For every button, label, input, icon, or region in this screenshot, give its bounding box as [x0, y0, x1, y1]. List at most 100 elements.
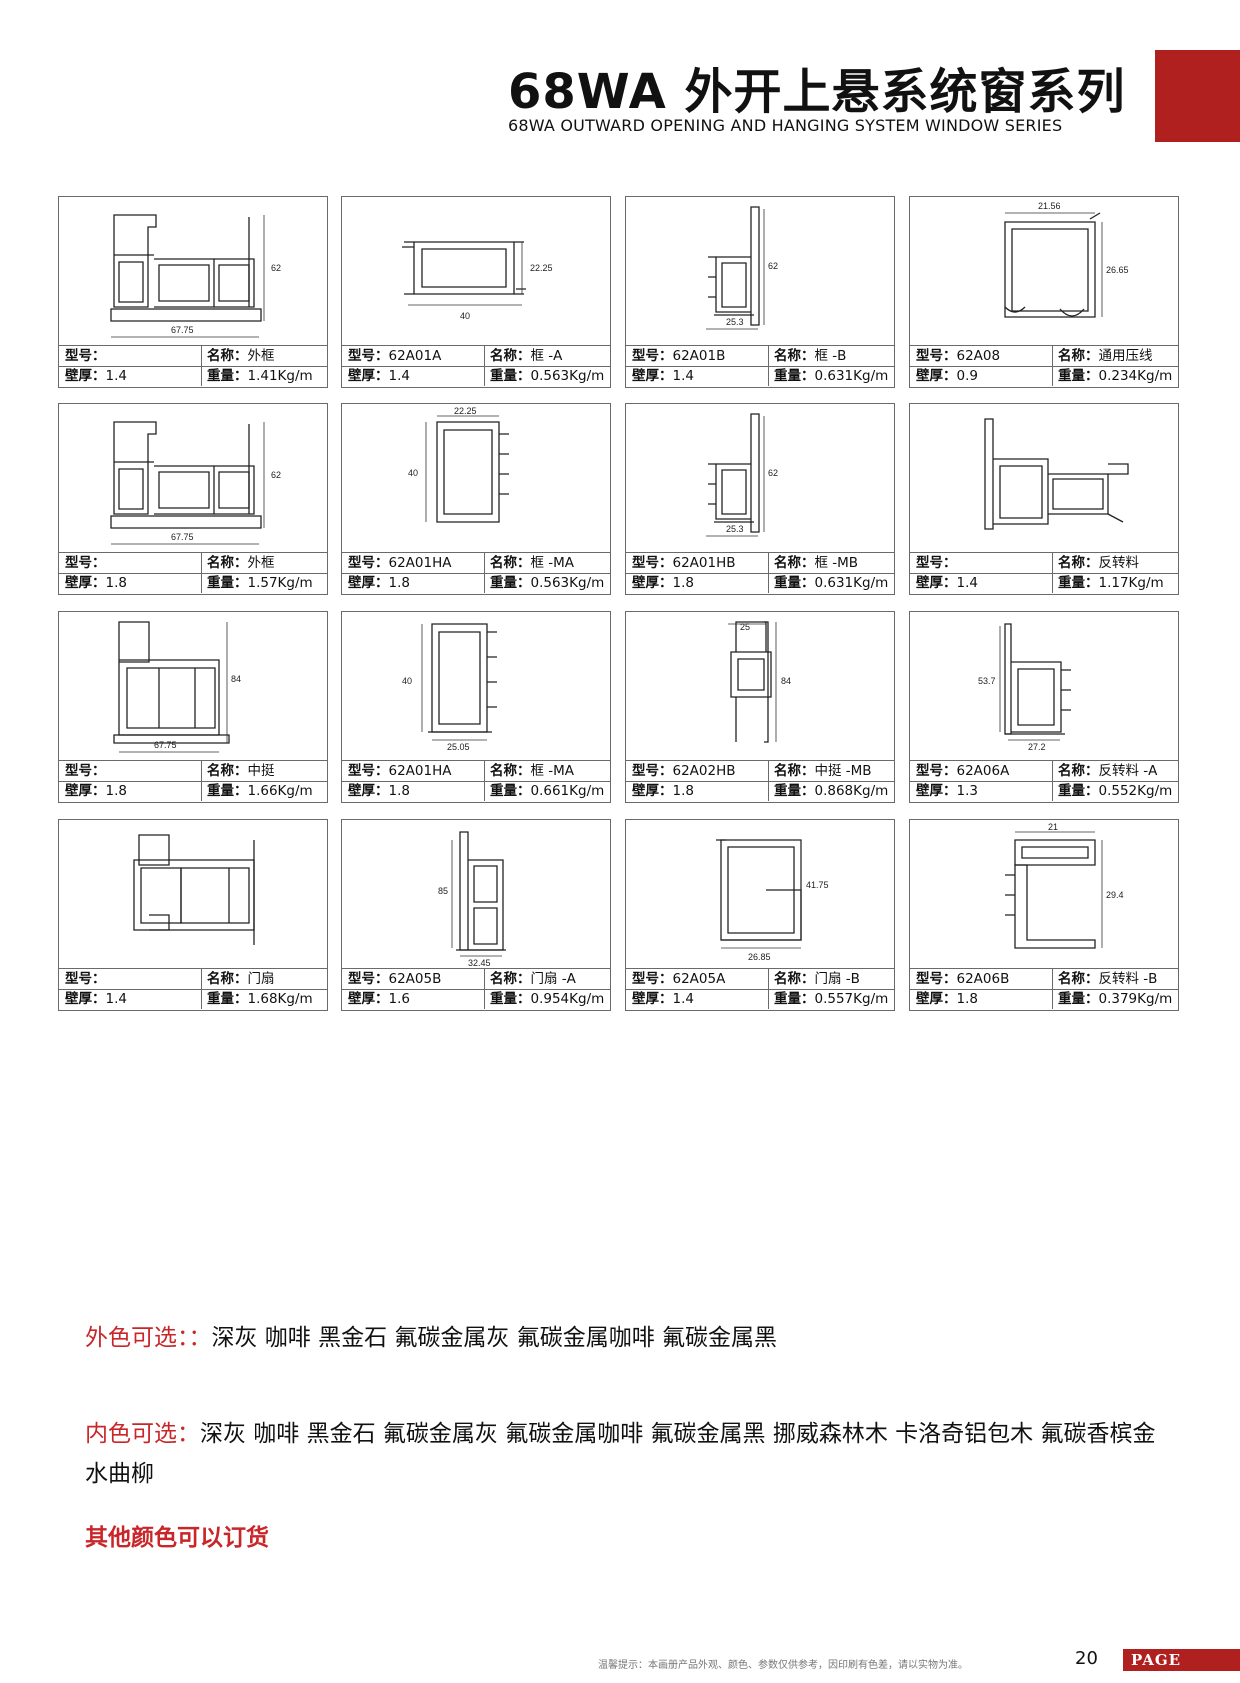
- name-value: 框 -MA: [530, 763, 575, 779]
- weight-value: 1.17Kg/m: [1098, 575, 1164, 591]
- name-cell: 名称：反转料 -B: [1052, 969, 1184, 989]
- dimension-label: 84: [231, 674, 241, 684]
- model-cell: 型号：: [65, 763, 106, 779]
- weight-cell: 重量：0.868Kg/m: [768, 781, 900, 801]
- name-value: 门扇 -B: [814, 971, 860, 987]
- dimension-label: 67.75: [154, 740, 177, 750]
- weight-value: 0.552Kg/m: [1098, 783, 1173, 799]
- outer-color-values: 深灰 咖啡 黑金石 氟碳金属灰 氟碳金属咖啡 氟碳金属黑: [211, 1325, 778, 1351]
- weight-value: 0.631Kg/m: [814, 368, 889, 384]
- thickness-cell: 壁厚：1.8: [632, 575, 694, 591]
- profile-drawing: 84 67.75: [59, 612, 327, 761]
- dimension-label: 40: [402, 676, 412, 686]
- name-cell: 名称：反转料 -A: [1052, 761, 1184, 781]
- name-cell: 名称：框 -A: [484, 346, 616, 366]
- thickness-cell: 壁厚：1.4: [65, 991, 127, 1007]
- profile-cross-section: 53.727.2: [978, 623, 1071, 752]
- thickness-value: 1.4: [672, 368, 694, 384]
- name-value: 门扇: [247, 971, 275, 987]
- thickness-cell: 壁厚：1.6: [348, 991, 410, 1007]
- name-cell: 名称：反转料: [1052, 553, 1184, 573]
- weight-cell: 重量：0.557Kg/m: [768, 989, 900, 1009]
- name-cell: 名称：门扇: [201, 969, 333, 989]
- dimension-label: 25.3: [726, 524, 744, 534]
- page-subtitle: 68WA OUTWARD OPENING AND HANGING SYSTEM …: [508, 116, 1063, 135]
- dimension-label: 21: [1048, 822, 1058, 832]
- weight-value: 0.661Kg/m: [530, 783, 605, 799]
- weight-value: 1.66Kg/m: [247, 783, 313, 799]
- name-value: 外框: [247, 555, 275, 571]
- weight-cell: 重量：0.661Kg/m: [484, 781, 616, 801]
- thickness-value: 1.6: [388, 991, 410, 1007]
- page-title: 68WA 外开上悬系统窗系列: [508, 64, 1126, 120]
- dimension-label: 53.7: [978, 676, 996, 686]
- thickness-cell: 壁厚：1.3: [916, 783, 978, 799]
- name-value: 中挺: [247, 763, 275, 779]
- profile-drawing: 21 29.4: [910, 820, 1178, 969]
- thickness-value: 1.8: [105, 575, 127, 591]
- thickness-value: 1.3: [956, 783, 978, 799]
- custom-color-note: 其他颜色可以订货: [85, 1525, 269, 1551]
- outer-color-options: 外色可选：：深灰 咖啡 黑金石 氟碳金属灰 氟碳金属咖啡 氟碳金属黑: [85, 1318, 777, 1352]
- model-cell: 型号：: [65, 555, 106, 571]
- thickness-value: 1.8: [672, 783, 694, 799]
- profile-cross-section: [133, 834, 255, 945]
- dimension-label: 29.4: [1106, 890, 1124, 900]
- thickness-value: 1.8: [105, 783, 127, 799]
- header-accent-block: [1155, 50, 1240, 142]
- dimension-label: 22.25: [454, 406, 477, 416]
- name-cell: 名称：框 -MB: [768, 553, 900, 573]
- model-value: 62A01B: [672, 348, 726, 364]
- thickness-cell: 壁厚：1.8: [916, 991, 978, 1007]
- weight-cell: 重量：1.57Kg/m: [201, 573, 333, 593]
- thickness-cell: 壁厚：1.4: [916, 575, 978, 591]
- model-value: 62A05A: [672, 971, 726, 987]
- weight-value: 1.57Kg/m: [247, 575, 313, 591]
- name-cell: 名称：中挺: [201, 761, 333, 781]
- name-value: 框 -MB: [814, 555, 859, 571]
- weight-cell: 重量：1.66Kg/m: [201, 781, 333, 801]
- name-value: 框 -MA: [530, 555, 575, 571]
- model-cell: 型号：62A01B: [632, 348, 726, 364]
- weight-cell: 重量：1.17Kg/m: [1052, 573, 1184, 593]
- inner-color-values: 深灰 咖啡 黑金石 氟碳金属灰 氟碳金属咖啡 氟碳金属黑 挪威森林木 卡洛奇铝包…: [85, 1421, 1156, 1487]
- model-value: 62A01HB: [672, 555, 736, 571]
- weight-cell: 重量：0.379Kg/m: [1052, 989, 1184, 1009]
- model-cell: 型号：62A08: [916, 348, 1001, 364]
- model-value: 62A02HB: [672, 763, 736, 779]
- name-value: 反转料 -A: [1098, 763, 1158, 779]
- name-cell: 名称：中挺 -MB: [768, 761, 900, 781]
- thickness-cell: 壁厚：1.8: [65, 575, 127, 591]
- thickness-cell: 壁厚：1.8: [632, 783, 694, 799]
- thickness-value: 1.4: [105, 991, 127, 1007]
- page-label: PAGE: [1123, 1649, 1240, 1671]
- model-cell: 型号：: [65, 971, 106, 987]
- weight-value: 0.557Kg/m: [814, 991, 889, 1007]
- thickness-cell: 壁厚：1.4: [348, 368, 410, 384]
- footer-disclaimer: 温馨提示：本画册产品外观、颜色、参数仅供参考，因印刷有色差，请以实物为准。: [598, 1660, 968, 1671]
- model-cell: 型号：: [65, 348, 106, 364]
- page-number: 20: [1075, 1648, 1098, 1669]
- thickness-cell: 壁厚：1.8: [348, 783, 410, 799]
- thickness-value: 1.8: [388, 575, 410, 591]
- thickness-cell: 壁厚：0.9: [916, 368, 978, 384]
- weight-cell: 重量：0.631Kg/m: [768, 366, 900, 386]
- weight-value: 0.631Kg/m: [814, 575, 889, 591]
